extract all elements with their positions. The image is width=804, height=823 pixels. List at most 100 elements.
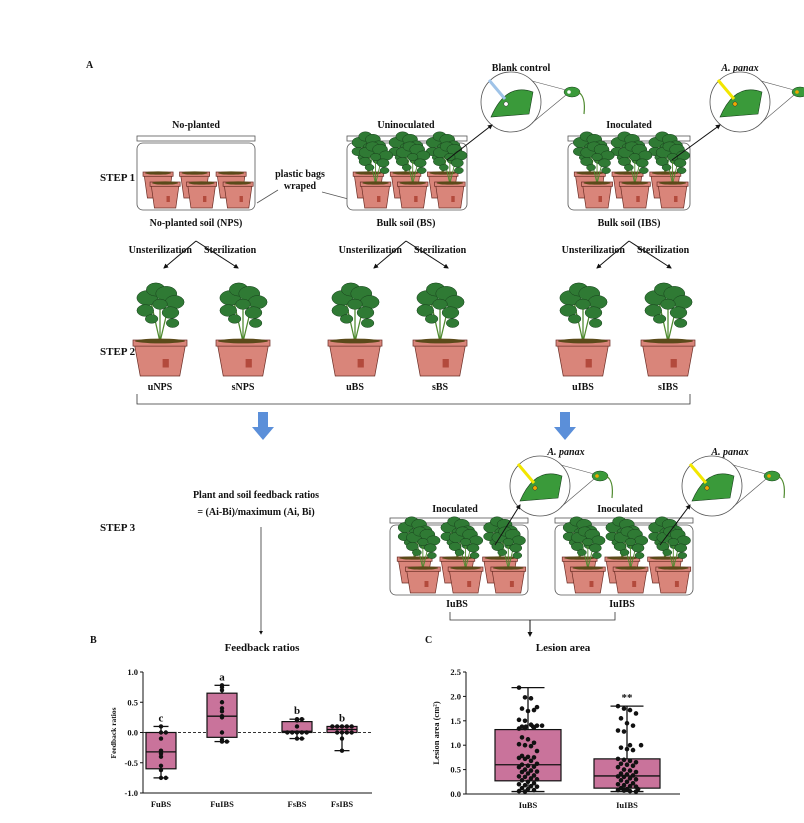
plastic-bag-container <box>567 131 691 211</box>
data-point <box>158 763 164 768</box>
leaf <box>660 298 676 310</box>
x-tick-label: FsIBS <box>331 799 353 809</box>
soil <box>225 181 252 185</box>
leaf <box>512 552 523 559</box>
pot-body <box>571 568 605 594</box>
data-point <box>638 742 644 748</box>
pot-label: uBS <box>346 382 364 393</box>
inoculation-point <box>567 90 571 94</box>
data-point <box>534 784 540 789</box>
significance-label: b <box>339 712 345 724</box>
pot-label: sBS <box>432 382 449 393</box>
soil <box>657 566 689 570</box>
data-point <box>522 695 528 700</box>
pot-body <box>582 183 612 209</box>
box-IuBS: IuBS <box>494 685 562 810</box>
leaf <box>454 167 464 174</box>
pot-body <box>641 341 695 377</box>
leaf <box>677 552 688 559</box>
data-point <box>531 725 537 730</box>
zoom-line <box>560 478 595 508</box>
soil <box>614 171 642 175</box>
data-point <box>158 730 164 735</box>
panel-letter-b: B <box>90 635 97 646</box>
step-1: No-planted Uninoculated Inoculated No-pl… <box>136 63 804 229</box>
magnified-leaf <box>509 455 613 517</box>
leaf <box>249 318 263 328</box>
leaf <box>395 157 409 166</box>
blue-down-arrow-icon <box>554 412 576 440</box>
pathogen-label-2: A. panax <box>710 447 748 458</box>
data-point <box>624 720 630 726</box>
leaf <box>618 157 631 166</box>
arrow-sterilization <box>195 240 239 269</box>
soil <box>362 181 389 185</box>
plant-icon <box>358 141 394 185</box>
leaf <box>406 542 419 551</box>
leaf <box>613 542 627 551</box>
data-point <box>534 761 540 767</box>
inoculation-point <box>595 474 599 478</box>
pot-label: sNPS <box>232 382 255 393</box>
leaf <box>427 552 437 559</box>
leaf <box>161 306 180 319</box>
y-tick-label: -0.5 <box>125 758 138 768</box>
pot-body <box>406 568 440 594</box>
lesion-area-chart: Lesion area Lesion area (cm²) 2.52.01.51… <box>431 642 680 810</box>
plastic-bag-container <box>389 516 529 596</box>
data-point <box>618 778 624 783</box>
zoom-line <box>760 80 795 91</box>
pot-body <box>398 183 428 209</box>
x-tick-label: IuBS <box>519 800 538 810</box>
data-point <box>633 759 639 765</box>
pot <box>490 566 527 594</box>
data-point <box>525 779 531 785</box>
leaf <box>424 543 437 553</box>
pot-mark <box>598 196 602 202</box>
leaf <box>625 538 637 546</box>
data-point <box>523 724 529 729</box>
leaf <box>644 304 662 317</box>
significance-label: c <box>159 712 164 724</box>
data-point <box>519 769 525 775</box>
soil <box>330 338 380 344</box>
data-point <box>621 774 627 780</box>
data-point <box>627 788 633 794</box>
zoom-line <box>732 478 767 508</box>
branch-label-unsterilization: Unsterilization <box>129 245 193 256</box>
pot <box>581 181 613 209</box>
pot-body <box>657 183 688 209</box>
leaf <box>636 158 649 168</box>
data-point <box>528 776 534 781</box>
significance-label: ** <box>622 692 634 704</box>
data-point <box>627 707 633 713</box>
soil <box>441 556 473 560</box>
pot-body <box>187 183 217 209</box>
pot <box>656 181 689 209</box>
leaf <box>347 298 363 310</box>
leaf <box>502 538 514 546</box>
pot-mark <box>377 196 381 202</box>
pot <box>186 181 218 209</box>
plastic-bag-container <box>136 135 256 211</box>
data-point <box>630 780 636 786</box>
leaf <box>166 318 180 328</box>
data-point <box>158 736 164 741</box>
y-tick-label: 2.5 <box>450 667 461 677</box>
leaf <box>413 158 427 168</box>
pot-body <box>328 341 382 377</box>
pot-mark <box>632 581 637 587</box>
data-point <box>344 724 350 729</box>
soil <box>615 566 646 570</box>
y-tick-label: 0.5 <box>450 765 461 775</box>
group-title-uninoculated: Uninoculated <box>377 120 435 131</box>
data-point <box>299 716 305 722</box>
pot-mark <box>162 359 169 368</box>
data-point <box>621 757 627 763</box>
inoculation-point <box>795 90 799 94</box>
pot-body <box>216 341 270 377</box>
leaf <box>662 549 673 556</box>
soil <box>429 171 457 175</box>
leaf <box>676 167 687 174</box>
pot <box>359 181 392 209</box>
